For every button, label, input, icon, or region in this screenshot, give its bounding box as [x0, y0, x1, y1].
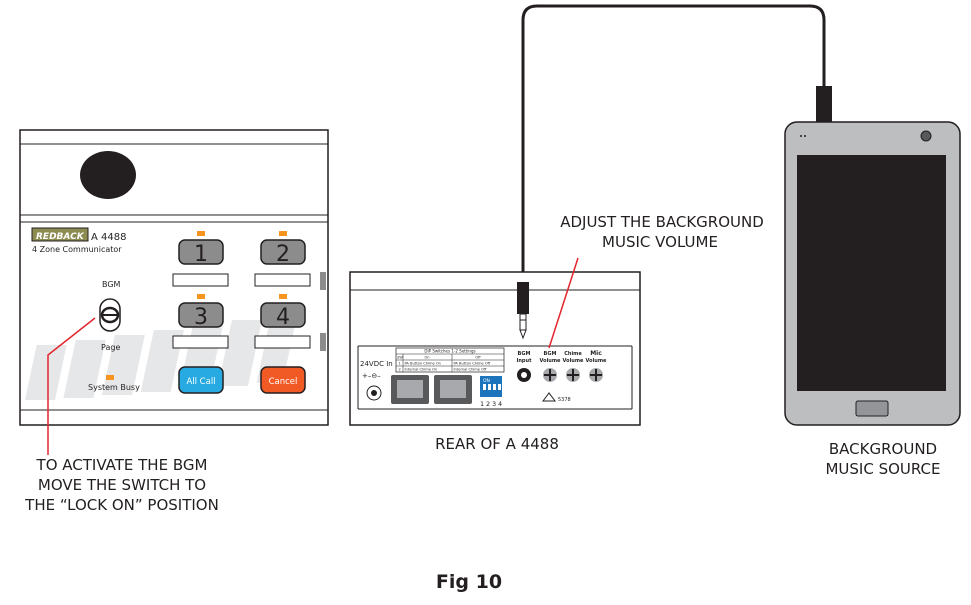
rear-caption: REAR OF A 4488	[435, 435, 559, 453]
audio-cable	[521, 4, 826, 282]
switch-bottom-label: Page	[101, 343, 120, 352]
svg-text:Internal Chime Off: Internal Chime Off	[454, 368, 487, 372]
zone-key-4[interactable]: 4	[260, 294, 306, 330]
svg-text:4: 4	[498, 400, 502, 408]
svg-text:On: On	[424, 356, 429, 360]
svg-text:3: 3	[194, 305, 208, 330]
zone-key-2[interactable]: 2	[260, 231, 306, 267]
svg-text:REDBACK: REDBACK	[36, 232, 85, 242]
phone-screen	[797, 155, 946, 391]
svg-text:Volume: Volume	[563, 358, 585, 364]
svg-text:Off: Off	[475, 356, 481, 360]
svg-text:2: 2	[399, 368, 401, 372]
svg-text:SW: SW	[397, 356, 403, 360]
svg-text:THE “LOCK ON” POSITION: THE “LOCK ON” POSITION	[24, 496, 219, 514]
svg-text:4: 4	[276, 305, 290, 330]
model-label: A 4488	[91, 232, 126, 243]
svg-text:ADJUST THE BACKGROUND: ADJUST THE BACKGROUND	[560, 213, 764, 231]
svg-text:TO ACTIVATE THE BGM: TO ACTIVATE THE BGM	[36, 456, 208, 474]
mic-volume-knob[interactable]	[589, 368, 603, 382]
svg-text:All Call: All Call	[186, 377, 215, 387]
svg-text:1: 1	[399, 362, 401, 366]
svg-text:PA Button Chime Off: PA Button Chime Off	[454, 362, 491, 366]
svg-text:1: 1	[194, 242, 208, 267]
phone-music-source	[784, 121, 961, 426]
dip-table-title: DIP Switches 1-2 Settings	[424, 349, 475, 354]
svg-text:MUSIC SOURCE: MUSIC SOURCE	[825, 460, 940, 478]
bgm-activate-callout: TO ACTIVATE THE BGM MOVE THE SWITCH TO T…	[24, 456, 219, 514]
svg-text:MUSIC VOLUME: MUSIC VOLUME	[602, 233, 718, 251]
svg-text:BGM: BGM	[518, 351, 531, 357]
bgm-volume-knob[interactable]	[543, 368, 557, 382]
home-button[interactable]	[855, 400, 889, 417]
svg-text:MOVE THE SWITCH TO: MOVE THE SWITCH TO	[38, 476, 206, 494]
all-call-button[interactable]: All Call	[178, 366, 224, 394]
zone-key-3[interactable]: 3	[178, 294, 224, 330]
svg-text:2: 2	[486, 400, 490, 408]
adjust-volume-callout: ADJUST THE BACKGROUND MUSIC VOLUME	[560, 213, 764, 251]
zone-label-strip	[172, 273, 229, 287]
busy-led	[106, 375, 114, 380]
svg-text:Volume: Volume	[586, 358, 608, 364]
svg-text:BACKGROUND: BACKGROUND	[829, 440, 937, 458]
busy-label: System Busy	[88, 383, 140, 392]
svg-text:Volume: Volume	[540, 358, 562, 364]
svg-text:Chime: Chime	[564, 351, 582, 357]
front-panel: REDBACK A 4488 4 Zone Communicator BGM P…	[19, 129, 329, 426]
audio-jack-plug	[517, 282, 529, 340]
cancel-button[interactable]: Cancel	[260, 366, 306, 394]
volume-callout-line	[548, 257, 579, 349]
brand-badge	[31, 227, 89, 242]
chime-volume-knob[interactable]	[566, 368, 580, 382]
phone-plug	[816, 86, 832, 124]
svg-text:ON: ON	[483, 378, 490, 384]
svg-text:PA Button Chime On: PA Button Chime On	[405, 362, 441, 366]
subtitle: 4 Zone Communicator	[32, 245, 122, 254]
zone-label-strip	[254, 273, 311, 287]
rear-panel: 24VDC In +–⊖– DIP Switches 1-2 Settings …	[349, 271, 641, 426]
svg-text:3: 3	[492, 400, 496, 408]
zone-key-1[interactable]: 1	[178, 231, 224, 267]
approval-mark-icon	[542, 392, 556, 402]
camera-icon	[920, 130, 932, 142]
source-caption: BACKGROUND MUSIC SOURCE	[825, 440, 940, 478]
svg-text:Mic: Mic	[590, 350, 602, 357]
dip-settings-table: DIP Switches 1-2 Settings SW On Off 1 PA…	[395, 347, 505, 373]
svg-text:Input: Input	[517, 358, 533, 364]
svg-text:Cancel: Cancel	[269, 377, 298, 387]
approval-code: 5378	[558, 397, 571, 403]
dc-polarity-icon: +–⊖–	[362, 372, 381, 380]
zone-label-strip	[172, 335, 229, 349]
switch-top-label: BGM	[102, 280, 121, 289]
figure-label: Fig 10	[436, 571, 502, 593]
svg-text:2: 2	[276, 242, 290, 267]
switch-callout-line	[47, 317, 96, 455]
svg-text:Internal Chime On: Internal Chime On	[405, 368, 438, 372]
svg-text:1: 1	[480, 400, 484, 408]
svg-text:BGM: BGM	[544, 351, 557, 357]
speaker-grille	[80, 151, 136, 199]
dc-label: 24VDC In	[360, 360, 393, 368]
zone-label-strip	[254, 335, 311, 349]
